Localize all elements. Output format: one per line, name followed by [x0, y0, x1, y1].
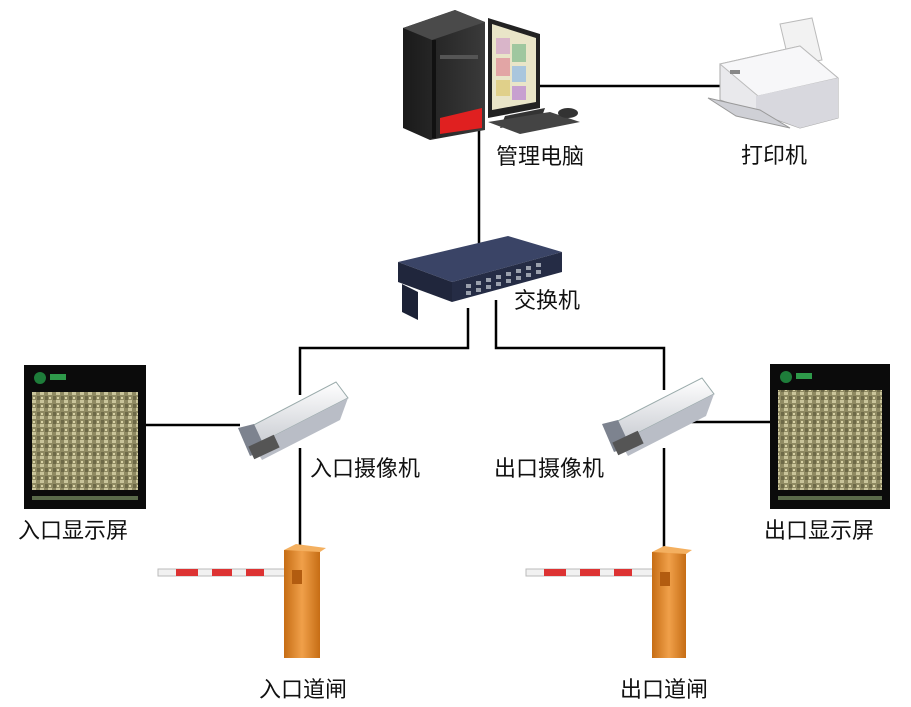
connection-lines: [145, 84, 770, 548]
cctv-camera-icon: [602, 377, 715, 456]
cctv-camera-icon: [238, 381, 349, 460]
line-switch-exit-camera: [494, 300, 666, 390]
led-display-icon: [770, 364, 890, 509]
exit-camera-label: 出口摄像机: [494, 457, 605, 482]
line-switch-entry-camera: [298, 308, 470, 395]
led-display-icon: [24, 365, 146, 509]
switch-label: 交换机: [514, 289, 581, 314]
barrier-gate-icon: [525, 546, 692, 658]
barrier-gate-icon: [157, 544, 326, 658]
exit-display-label: 出口显示屏: [764, 519, 875, 544]
desktop-computer-icon: [403, 10, 580, 140]
network-switch-icon: [398, 236, 562, 320]
exit-gate-label: 出口道闸: [620, 678, 709, 703]
entry-gate-label: 入口道闸: [259, 678, 348, 703]
printer-icon: [707, 17, 840, 129]
entry-camera-label: 入口摄像机: [310, 457, 421, 482]
printer-label: 打印机: [741, 144, 808, 169]
management-pc-label: 管理电脑: [496, 145, 585, 170]
entry-display-label: 入口显示屏: [18, 519, 129, 544]
